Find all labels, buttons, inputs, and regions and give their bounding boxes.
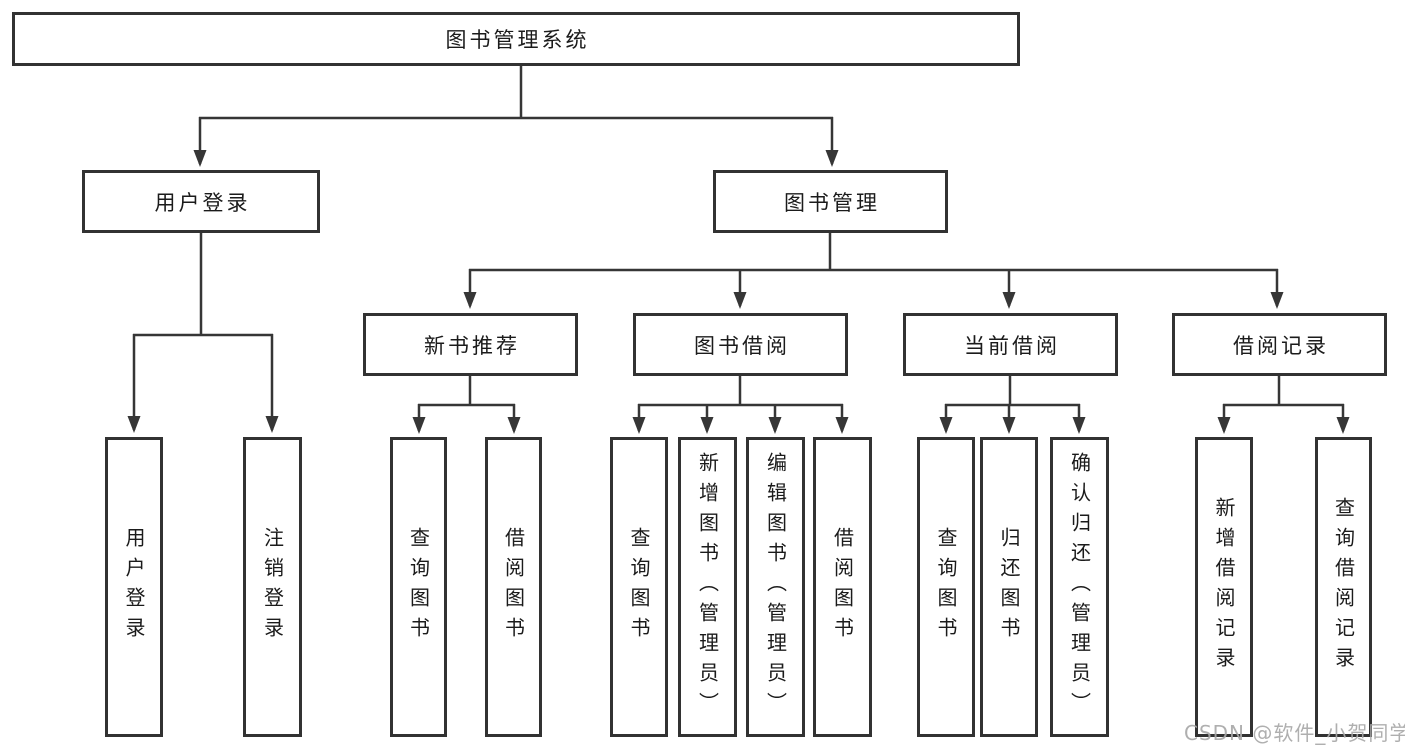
node-book-borrow: 图书借阅: [633, 313, 848, 376]
leaf-logout-label: 注销登录: [260, 527, 285, 647]
node-current-borrow: 当前借阅: [903, 313, 1118, 376]
leaf-confirm-return-admin-label: 确认归还（管理员）: [1067, 452, 1092, 722]
leaf-return-books-label: 归还图书: [997, 527, 1021, 647]
node-borrow-records: 借阅记录: [1172, 313, 1387, 376]
leaf-logout: 注销登录: [243, 437, 302, 737]
csdn-watermark: CSDN @软件_小贺同学: [1184, 721, 1405, 745]
leaf-borrow-query-books-label: 查询图书: [627, 527, 651, 647]
leaf-edit-books-admin-label: 编辑图书（管理员）: [763, 452, 788, 722]
node-book-management: 图书管理: [713, 170, 948, 233]
leaf-add-books-admin-label: 新增图书（管理员）: [695, 452, 720, 722]
leaf-recommend-borrow-books-label: 借阅图书: [501, 527, 526, 647]
leaf-user-login-label: 用户登录: [122, 527, 146, 647]
leaf-add-books-admin: 新增图书（管理员）: [678, 437, 737, 737]
leaf-return-books: 归还图书: [980, 437, 1038, 737]
node-user-login: 用户登录: [82, 170, 320, 233]
leaf-confirm-return-admin: 确认归还（管理员）: [1050, 437, 1109, 737]
leaf-add-borrow-record: 新增借阅记录: [1195, 437, 1253, 737]
leaf-recommend-borrow-books: 借阅图书: [485, 437, 542, 737]
leaf-borrow-books-label: 借阅图书: [830, 527, 855, 647]
leaf-edit-books-admin: 编辑图书（管理员）: [746, 437, 805, 737]
leaf-query-borrow-record: 查询借阅记录: [1315, 437, 1372, 737]
leaf-borrow-query-books: 查询图书: [610, 437, 668, 737]
leaf-user-login: 用户登录: [105, 437, 163, 737]
node-root-library-management-system: 图书管理系统: [12, 12, 1020, 66]
leaf-borrow-books: 借阅图书: [813, 437, 872, 737]
leaf-current-query-books-label: 查询图书: [934, 527, 958, 647]
node-new-book-recommend: 新书推荐: [363, 313, 578, 376]
leaf-current-query-books: 查询图书: [917, 437, 975, 737]
leaf-query-borrow-record-label: 查询借阅记录: [1331, 497, 1356, 677]
leaf-recommend-query-books-label: 查询图书: [406, 527, 431, 647]
leaf-recommend-query-books: 查询图书: [390, 437, 447, 737]
leaf-add-borrow-record-label: 新增借阅记录: [1212, 497, 1236, 677]
